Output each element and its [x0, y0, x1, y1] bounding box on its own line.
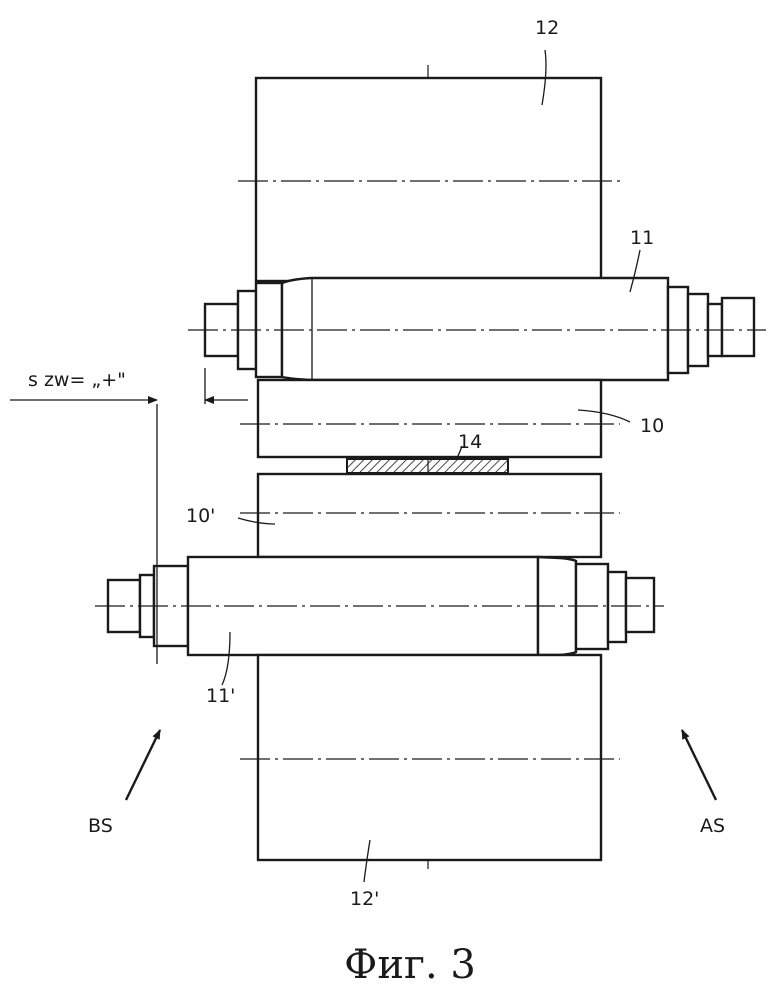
leader-10-top	[577, 409, 631, 423]
leader-10-bottom	[237, 517, 276, 525]
work-roll-top	[240, 378, 620, 459]
label-work-roll-bottom: 10'	[186, 505, 215, 527]
label-backup-roll-top: 12	[535, 17, 559, 39]
backup-roll-bottom	[240, 653, 620, 862]
strip	[346, 458, 509, 474]
work-roll-bottom	[240, 472, 620, 559]
label-strip: 14	[458, 431, 482, 453]
leader-11-bottom	[221, 631, 231, 686]
backup-roll-top	[238, 76, 620, 283]
label-intermediate-roll-top: 11	[630, 227, 654, 249]
drive-side-arrow	[124, 729, 162, 801]
leader-12-bottom	[363, 839, 371, 883]
leader-12-top	[541, 49, 547, 106]
shift-dimension	[10, 368, 248, 664]
leader-11-top	[629, 249, 641, 293]
label-backup-roll-bottom: 12'	[350, 888, 379, 910]
intermediate-roll-top	[188, 276, 766, 382]
label-operator-side: AS	[700, 815, 725, 837]
figure-caption: Фиг. 3	[344, 942, 476, 988]
leader-14	[455, 445, 463, 461]
label-drive-side: BS	[88, 815, 113, 837]
intermediate-roll-bottom	[95, 555, 664, 657]
label-shift: s zw= „+"	[28, 369, 126, 391]
label-intermediate-roll-bottom: 11'	[206, 685, 235, 707]
operator-side-arrow	[680, 729, 718, 801]
label-work-roll-top: 10	[640, 415, 664, 437]
